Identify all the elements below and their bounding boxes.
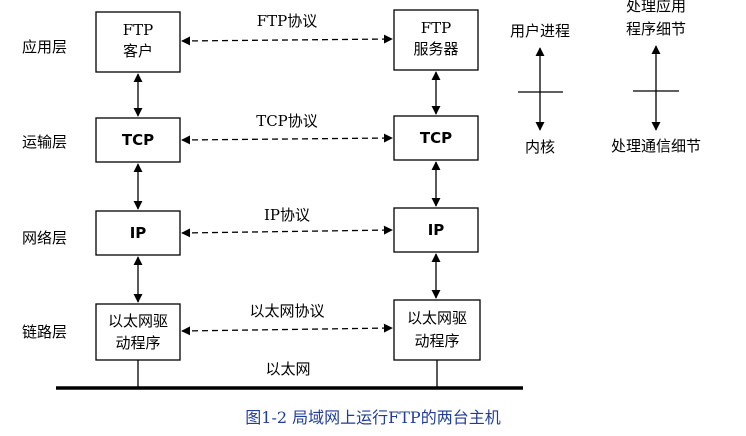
layer-label-link: 链路层 [22,323,67,341]
layer-label-network: 网络层 [22,229,67,247]
right-app-line-1: FTP [421,19,452,37]
tcp-protocol-label: TCP协议 [256,112,318,130]
left-network-box: IP [95,210,181,256]
left-transport-box: TCP [95,117,181,163]
left-link-line-1: 以太网驱 [108,312,168,330]
right-network-box: IP [393,207,479,253]
left-app-box: FTP 客户 [95,11,181,73]
ethernet-protocol-label: 以太网协议 [249,302,324,320]
right-app-box: FTP 服务器 [393,9,479,71]
left-app-line-1: FTP [123,21,154,39]
ip-protocol-label: IP协议 [264,206,310,224]
left-app-line-2: 客户 [123,42,153,60]
left-link-line-2: 动程序 [115,334,160,352]
left-link-box: 以太网驱 动程序 [95,303,181,361]
right-link-line-2: 动程序 [414,332,459,350]
right-link-line-1: 以太网驱 [407,309,467,327]
right-app-line-2: 服务器 [413,40,458,58]
layer-label-transport: 运输层 [22,133,67,151]
legend-app-details-line-2: 程序细节 [626,20,686,38]
right-link-box: 以太网驱 动程序 [393,299,481,361]
ethernet-protocol-arrow [181,323,393,336]
layer-label-app: 应用层 [22,38,67,56]
legend-kernel-label: 内核 [525,138,555,156]
legend-user-process-label: 用户进程 [510,22,570,40]
ftp-protocol-label: FTP协议 [257,12,318,30]
right-network-label: IP [428,221,445,239]
left-network-label: IP [130,224,147,242]
right-transport-label: TCP [420,129,452,147]
legend-app-details-line-1: 处理应用 [626,0,686,15]
left-transport-label: TCP [122,131,154,149]
figure-caption: 图1-2 局域网上运行FTP的两台主机 [245,408,501,427]
ftp-protocol-arrow [181,34,393,46]
ip-protocol-arrow [181,225,393,238]
ethernet-label: 以太网 [265,360,310,378]
legend-comm-details-label: 处理通信细节 [611,137,701,155]
right-transport-box: TCP [393,115,479,161]
tcp-protocol-arrow [181,133,393,145]
